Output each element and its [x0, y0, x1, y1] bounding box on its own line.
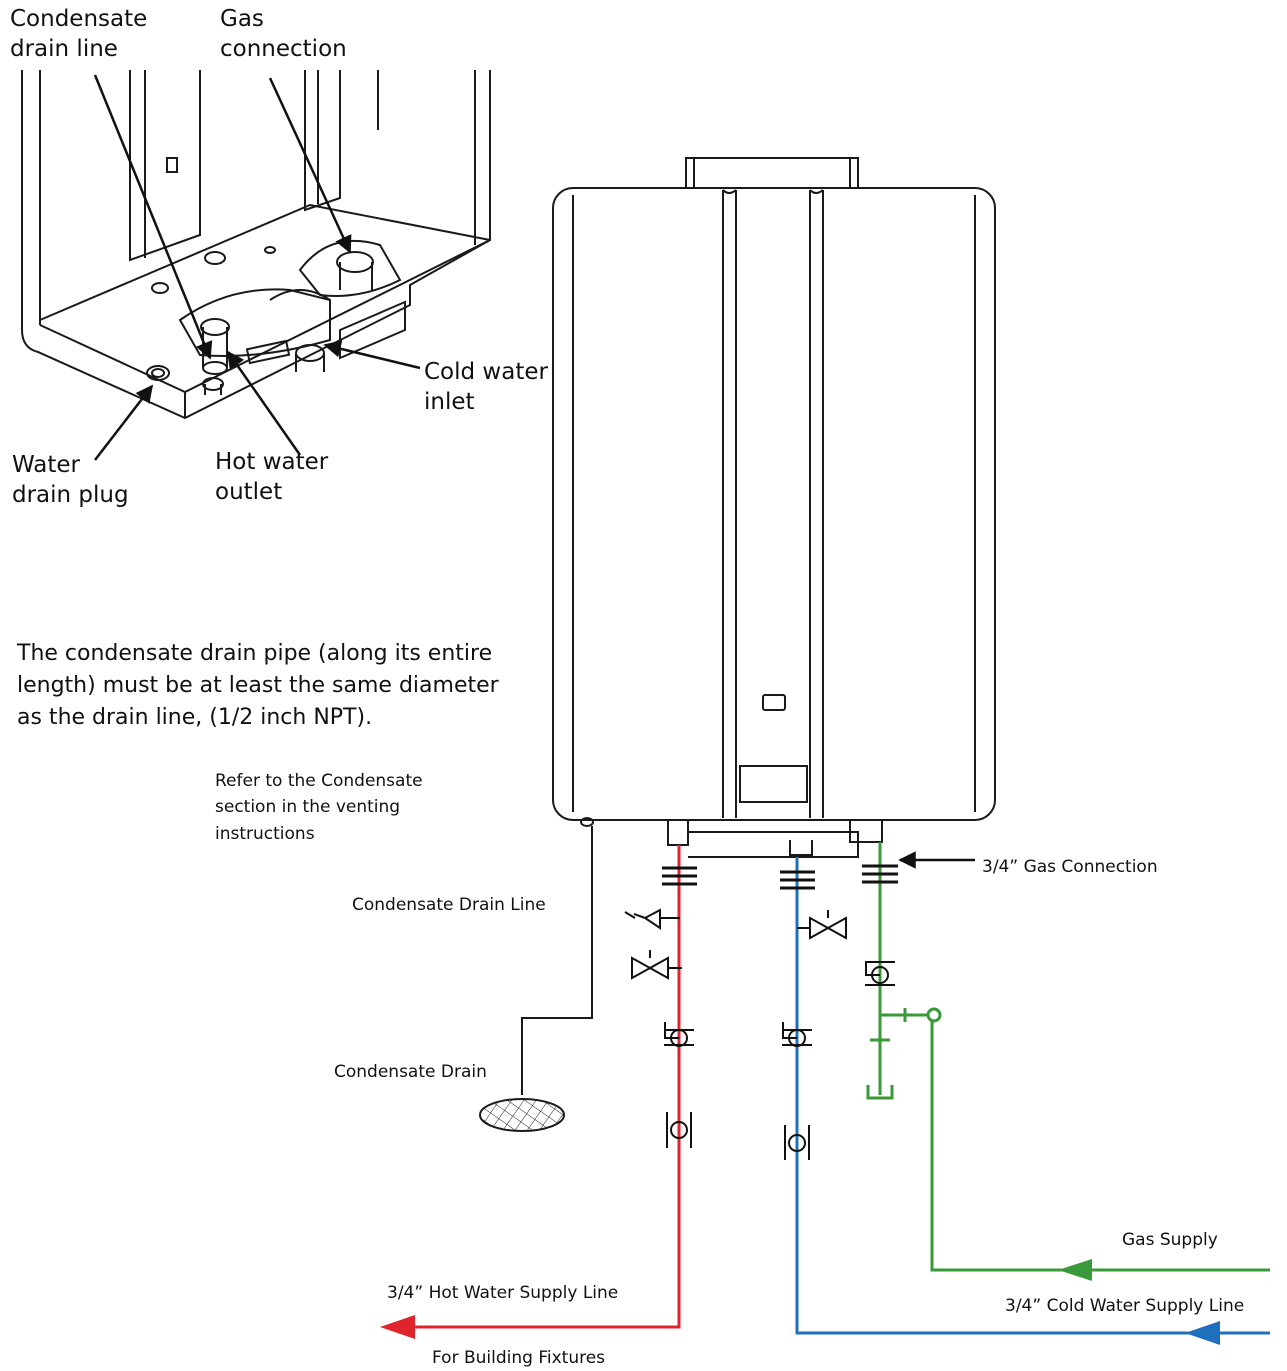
refer-condensate-note: Refer to the Condensate section in the v…	[215, 771, 423, 844]
condensate-drain-pipe	[479, 826, 593, 1132]
cold-water-line	[795, 857, 1270, 1335]
label-hot-water-outlet: Hot water outlet	[215, 449, 329, 506]
label-condensate-drain-line-detail: Condensate drain line	[10, 6, 148, 63]
label-water-drain-plug: Water drain plug	[12, 452, 129, 509]
label-gas-supply: Gas Supply	[1122, 1230, 1218, 1250]
floor-drain-grate	[479, 1098, 565, 1132]
condensate-pipe-note: The condensate drain pipe (along its ent…	[17, 641, 499, 730]
cold-supply-arrow	[1185, 1321, 1220, 1345]
label-gas-connection: 3/4” Gas Connection	[982, 857, 1158, 877]
water-heater-unit	[552, 157, 996, 858]
label-building-fixtures: For Building Fixtures	[432, 1348, 606, 1368]
label-condensate-drain: Condensate Drain	[334, 1062, 487, 1082]
valves	[624, 908, 895, 1160]
label-gas-connection-detail: Gas connection	[220, 6, 347, 63]
gas-supply-arrow	[1058, 1259, 1092, 1281]
detail-pointers	[93, 74, 421, 461]
label-cold-water-inlet: Cold water inlet	[424, 359, 548, 416]
gas-line	[866, 842, 1270, 1272]
label-hot-water-supply: 3/4” Hot Water Supply Line	[387, 1283, 619, 1303]
union-fittings	[662, 864, 898, 890]
label-cold-water-supply: 3/4” Cold Water Supply Line	[1005, 1296, 1245, 1316]
hot-water-line	[395, 845, 681, 1329]
label-condensate-drain-line: Condensate Drain Line	[352, 895, 546, 915]
hot-outflow-arrow	[380, 1315, 415, 1339]
unit-bottom-detail	[21, 70, 491, 420]
